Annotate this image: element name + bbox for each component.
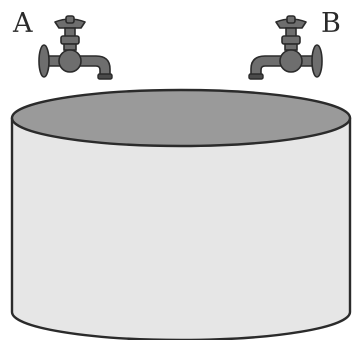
faucet-flange <box>312 45 322 77</box>
tap-label-a: A <box>12 8 33 39</box>
cylindrical-tank <box>12 90 350 340</box>
tank-wall <box>12 118 350 340</box>
tank-opening <box>12 90 350 146</box>
tap-label-b: B <box>321 8 341 39</box>
faucet-flange <box>39 45 49 77</box>
faucet-icon <box>249 16 322 79</box>
faucet-icon <box>39 16 112 79</box>
